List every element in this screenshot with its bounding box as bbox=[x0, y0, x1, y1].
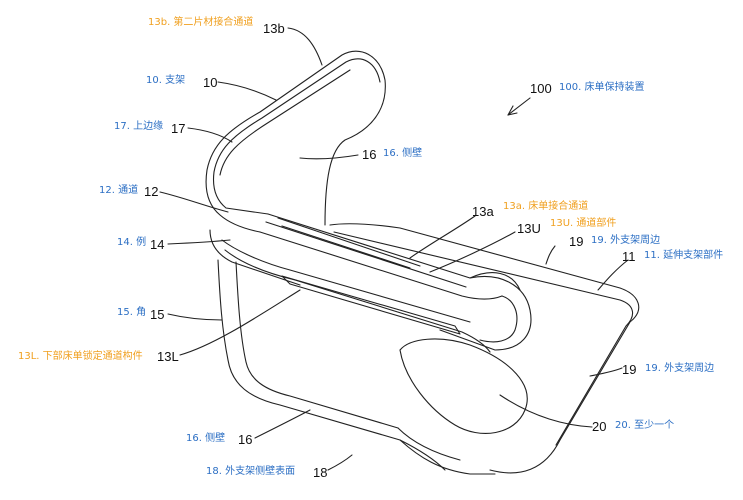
channel-loop-right bbox=[439, 276, 532, 351]
channel-13L-slot bbox=[281, 275, 461, 335]
numeral-19-top: 19 bbox=[569, 234, 584, 249]
annotation-16-bottom: 16. 侧壁 bbox=[186, 433, 226, 444]
annotation-10: 10. 支架 bbox=[146, 75, 186, 86]
numeral-10: 10 bbox=[203, 75, 218, 90]
leader-18 bbox=[327, 454, 353, 471]
numeral-17: 17 bbox=[171, 121, 186, 136]
annotation-16-top: 16. 侧壁 bbox=[383, 148, 423, 159]
extended-support-top bbox=[329, 223, 640, 474]
channel-loop-inner bbox=[479, 295, 518, 343]
side-14-band bbox=[209, 229, 301, 286]
wall-18-curve bbox=[397, 427, 461, 461]
leader-16-bottom bbox=[254, 409, 311, 439]
numeral-19-right: 19 bbox=[622, 362, 637, 377]
numeral-12: 12 bbox=[144, 184, 159, 199]
annotation-13L: 13L. 下部床单锁定通道构件 bbox=[18, 351, 143, 362]
numeral-18: 18 bbox=[313, 465, 328, 480]
numeral-14: 14 bbox=[150, 237, 165, 252]
channel-13a-mid bbox=[265, 221, 467, 288]
annotation-100: 100. 床单保持装置 bbox=[559, 82, 645, 93]
numeral-13L: 13L bbox=[157, 349, 179, 364]
annotation-11: 11. 延伸支架部件 bbox=[644, 250, 724, 261]
extended-support-edge bbox=[333, 231, 634, 446]
leader-19-top bbox=[545, 245, 556, 265]
leader-14 bbox=[167, 239, 231, 245]
leader-13b bbox=[287, 27, 323, 66]
channel-13L-top bbox=[221, 239, 471, 323]
channel-13a-top bbox=[267, 213, 521, 291]
annotation-19-top: 19. 外支架周边 bbox=[591, 235, 661, 246]
leader-12 bbox=[159, 191, 229, 213]
leader-13L bbox=[179, 289, 301, 356]
annotation-17: 17. 上边缘 bbox=[114, 121, 164, 132]
leader-13U bbox=[429, 231, 516, 273]
numeral-11: 11 bbox=[622, 249, 636, 264]
annotation-15: 15. 角 bbox=[117, 307, 147, 318]
numeral-15: 15 bbox=[150, 307, 165, 322]
channel-13U bbox=[277, 217, 421, 269]
upper-rim-edge bbox=[219, 69, 351, 176]
cutout-20 bbox=[399, 338, 528, 434]
annotation-14: 14. 例 bbox=[117, 237, 147, 248]
channel-12-inner bbox=[212, 171, 269, 215]
channel-13a-bottom bbox=[259, 231, 503, 300]
numeral-13b: 13b bbox=[263, 21, 285, 36]
annotation-13a: 13a. 床单接合通道 bbox=[503, 201, 589, 212]
upper-rim-inner bbox=[213, 58, 381, 173]
annotation-12: 12. 通道 bbox=[99, 185, 139, 196]
annotation-18: 18. 外支架侧壁表面 bbox=[206, 466, 296, 477]
leader-11 bbox=[597, 259, 629, 291]
numeral-13a: 13a bbox=[472, 204, 494, 219]
upper-rim-outline bbox=[206, 50, 386, 226]
numeral-16-top: 16 bbox=[362, 147, 377, 162]
channel-12-outline bbox=[205, 169, 261, 233]
leader-16-top bbox=[299, 154, 359, 160]
arrow-100-head bbox=[507, 105, 518, 116]
corner-15 bbox=[217, 259, 229, 361]
annotation-19-right: 19. 外支架周边 bbox=[645, 363, 715, 374]
leader-19-right bbox=[589, 367, 623, 377]
outer-sidewall-inner bbox=[235, 261, 399, 429]
numeral-13U: 13U bbox=[517, 221, 541, 236]
leader-13a bbox=[409, 215, 476, 259]
leader-20 bbox=[499, 394, 593, 428]
annotation-13b: 13b. 第二片材接合通道 bbox=[148, 17, 254, 28]
leader-17 bbox=[187, 127, 233, 143]
annotation-13U: 13U. 通道部件 bbox=[550, 218, 617, 229]
channel-13L-bottom bbox=[224, 249, 491, 353]
leader-15 bbox=[167, 313, 223, 321]
arrow-100 bbox=[507, 97, 531, 116]
leader-10 bbox=[217, 81, 277, 101]
annotation-20: 20. 至少一个 bbox=[615, 420, 675, 431]
numeral-16-bottom: 16 bbox=[238, 432, 253, 447]
outer-sidewall-bottom bbox=[399, 439, 496, 475]
numeral-100: 100 bbox=[530, 81, 552, 96]
numeral-20: 20 bbox=[592, 419, 607, 434]
outer-sidewall-left bbox=[227, 359, 446, 471]
